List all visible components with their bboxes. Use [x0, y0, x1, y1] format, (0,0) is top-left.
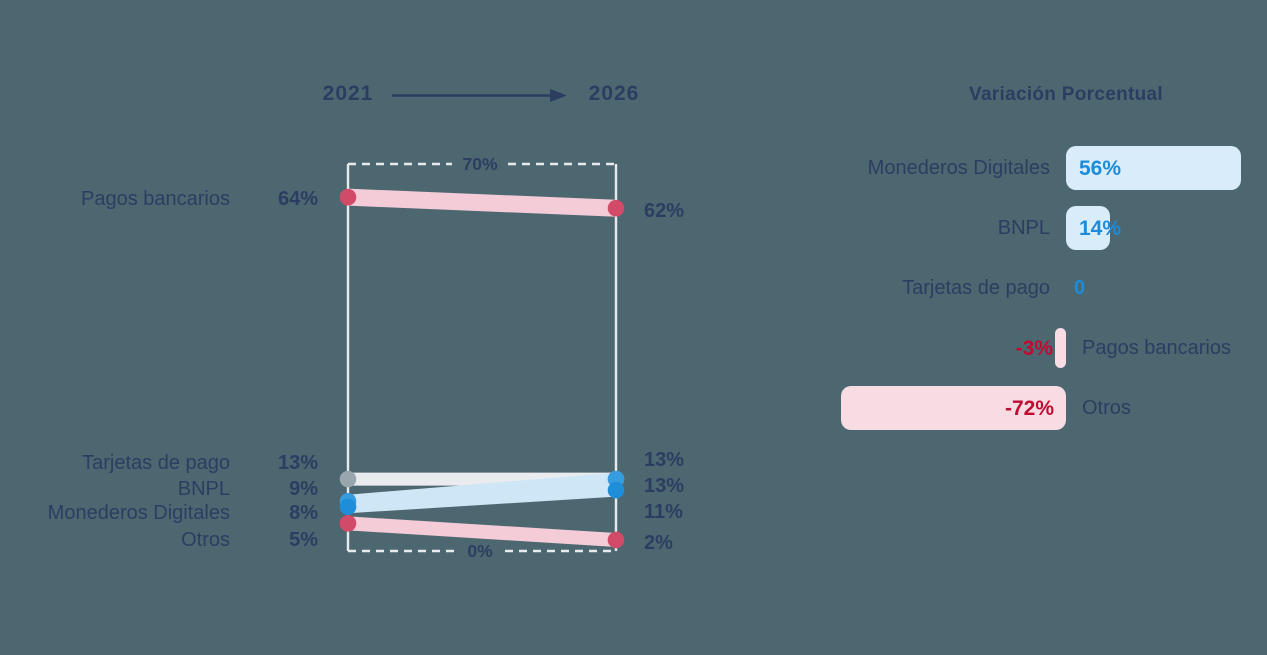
slope-dot-end — [607, 531, 625, 549]
series-name-label: Pagos bancarios — [81, 188, 230, 210]
year-end-label: 2026 — [588, 82, 640, 105]
slope-band — [348, 188, 616, 217]
gridline-label: 0% — [467, 541, 493, 561]
variation-value: 0 — [1074, 277, 1086, 299]
slope-dot-end — [607, 481, 625, 499]
slope-band — [348, 516, 616, 547]
series-start-value: 9% — [289, 478, 318, 500]
series-name-label: Monederos Digitales — [48, 502, 230, 524]
series-name-label: Otros — [181, 529, 230, 551]
series-end-value: 11% — [644, 501, 683, 523]
variation-bar — [1066, 206, 1110, 250]
variation-category-label: Tarjetas de pago — [902, 277, 1050, 299]
variation-value: -72% — [1004, 397, 1054, 420]
slope-dot-start — [339, 470, 357, 488]
series-name-label: BNPL — [178, 478, 230, 500]
series-start-value: 13% — [278, 452, 318, 474]
variation-value: -3% — [1015, 337, 1053, 360]
slope-dot-start — [339, 515, 357, 532]
series-start-value: 5% — [289, 529, 318, 551]
variation-value: 56% — [1079, 157, 1122, 180]
series-start-value: 64% — [278, 188, 318, 210]
series-end-value: 13% — [644, 475, 684, 497]
slope-band — [348, 483, 616, 514]
series-name-label: Tarjetas de pago — [82, 452, 230, 474]
year-start-label: 2021 — [322, 82, 374, 105]
variation-value: 14% — [1079, 217, 1122, 240]
slope-chart: 70% 0% Pagos bancarios 64% 62% Tarjetas de pa… — [48, 154, 685, 561]
gridline-label: 70% — [462, 154, 497, 174]
variation-bar — [841, 386, 1066, 430]
year-arrow-icon — [392, 89, 567, 102]
series-end-value: 2% — [644, 532, 673, 554]
variation-bar — [1055, 328, 1066, 368]
series-end-value: 13% — [644, 449, 684, 471]
variation-bar — [1066, 146, 1241, 190]
slope-dot-end — [607, 199, 625, 217]
variation-category-label: Monederos Digitales — [867, 157, 1050, 179]
slope-dot-start — [339, 498, 357, 516]
variation-chart-title: Variación Porcentual — [969, 84, 1163, 105]
slope-dot-start — [339, 188, 357, 206]
variation-category-label: BNPL — [997, 217, 1050, 239]
series-start-value: 8% — [289, 502, 318, 524]
series-end-value: 62% — [644, 200, 684, 222]
variation-category-label: Otros — [1082, 397, 1131, 419]
variation-category-label: Pagos bancarios — [1082, 337, 1231, 359]
